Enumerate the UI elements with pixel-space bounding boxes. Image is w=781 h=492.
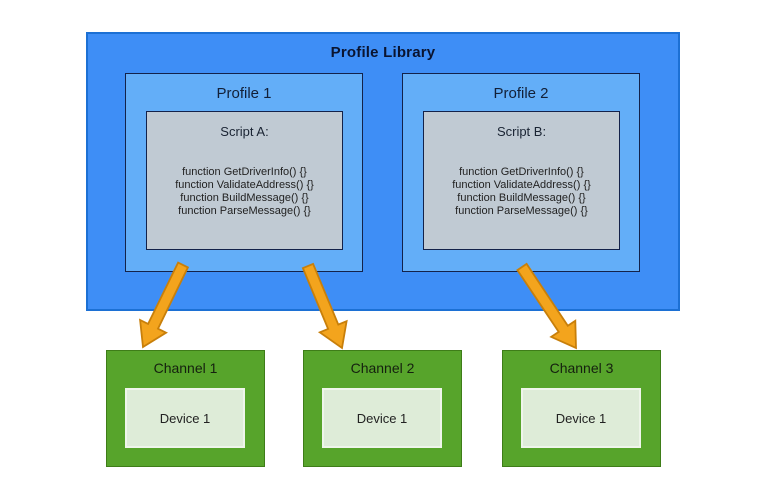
profile-2-title: Profile 2: [493, 85, 549, 102]
function-line: function GetDriverInfo() {}: [459, 166, 584, 178]
channel-1-device-box: Device 1: [125, 388, 245, 448]
channel-1-title: Channel 1: [153, 360, 218, 376]
profile-1-box: Profile 1 Script A: function GetDriverIn…: [125, 73, 363, 272]
profile-1-title: Profile 1: [216, 85, 272, 102]
device-label: Device 1: [555, 410, 607, 426]
function-line: function ParseMessage() {}: [178, 205, 311, 217]
profile-library-title: Profile Library: [330, 44, 436, 61]
function-line: function BuildMessage() {}: [180, 192, 309, 204]
function-line: function GetDriverInfo() {}: [182, 166, 307, 178]
channel-3-title: Channel 3: [549, 360, 614, 376]
channel-3-device-box: Device 1: [521, 388, 641, 448]
script-a-title: Script A:: [220, 124, 269, 139]
function-line: function BuildMessage() {}: [457, 192, 586, 204]
channel-3-box: Channel 3 Device 1: [502, 350, 661, 467]
channel-2-title: Channel 2: [350, 360, 415, 376]
channel-2-box: Channel 2 Device 1: [303, 350, 462, 467]
script-b-box: Script B: function GetDriverInfo() {} fu…: [423, 111, 620, 250]
channel-1-box: Channel 1 Device 1: [106, 350, 265, 467]
device-label: Device 1: [356, 410, 408, 426]
script-b-function-list: function GetDriverInfo() {} function Val…: [424, 166, 619, 218]
script-a-box: Script A: function GetDriverInfo() {} fu…: [146, 111, 343, 250]
profile-library-box: Profile Library Profile 1 Script A: func…: [86, 32, 680, 311]
script-a-function-list: function GetDriverInfo() {} function Val…: [147, 166, 342, 218]
script-b-title: Script B:: [496, 124, 547, 139]
profile-2-box: Profile 2 Script B: function GetDriverIn…: [402, 73, 640, 272]
channel-2-device-box: Device 1: [322, 388, 442, 448]
function-line: function ParseMessage() {}: [455, 205, 588, 217]
function-line: function ValidateAddress() {}: [452, 179, 591, 191]
function-line: function ValidateAddress() {}: [175, 179, 314, 191]
device-label: Device 1: [159, 410, 211, 426]
